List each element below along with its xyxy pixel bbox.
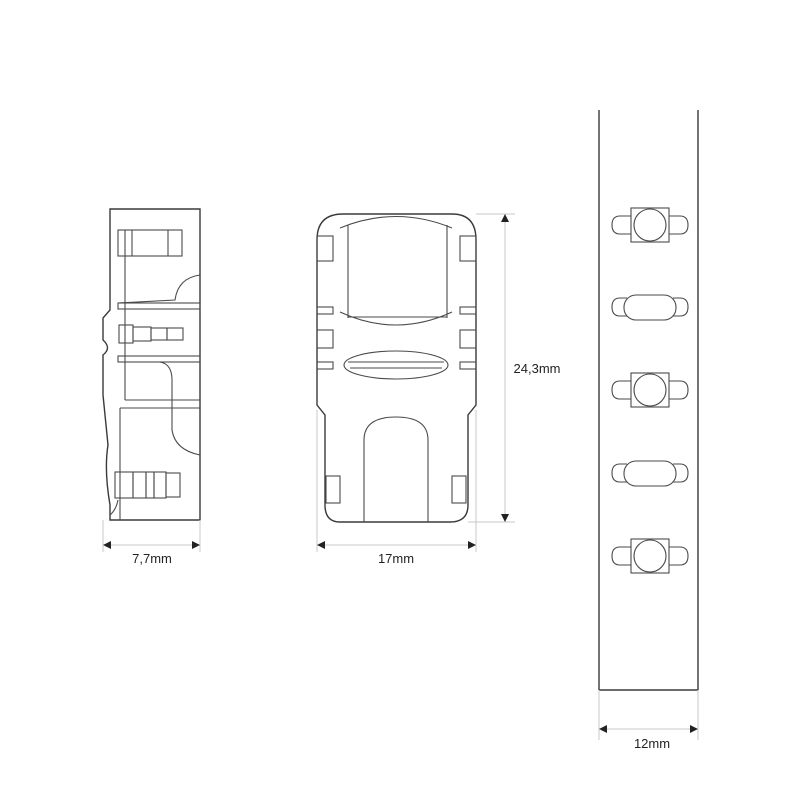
connector-side-view — [102, 208, 201, 552]
top-width-label: 17mm — [377, 551, 415, 566]
side-width-label: 7,7mm — [132, 551, 172, 566]
led-strip-view — [598, 110, 699, 740]
led-smd-2 — [611, 372, 689, 408]
led-resistor-2 — [611, 460, 689, 487]
led-resistor-1 — [611, 294, 689, 321]
strip-width-label: 12mm — [633, 736, 671, 751]
led-smd-3 — [611, 538, 689, 574]
top-height-label: 24,3mm — [513, 361, 561, 376]
led-smd-1 — [611, 207, 689, 243]
connector-top-view — [316, 213, 515, 552]
